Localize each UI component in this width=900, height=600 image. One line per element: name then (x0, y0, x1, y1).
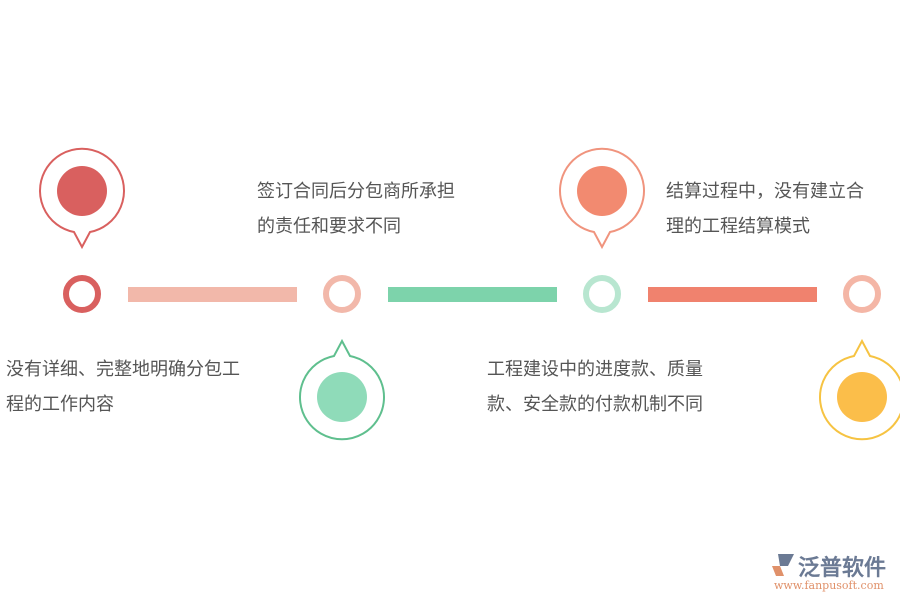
connector-bar-3 (648, 287, 817, 302)
logo-url: www.fanpusoft.com (774, 579, 884, 592)
logo-mark-icon (772, 554, 794, 576)
step-3-line-2: 款、安全款的付款机制不同 (487, 394, 703, 415)
timeline-node-1 (63, 275, 101, 313)
step-3-text: 工程建设中的进度款、质量 款、安全款的付款机制不同 (487, 352, 703, 422)
pin-marker-4 (819, 338, 900, 441)
pin-marker-1 (39, 147, 125, 250)
step-4-text: 结算过程中，没有建立合 理的工程结算模式 (666, 174, 864, 244)
timeline-node-3 (583, 275, 621, 313)
step-1-line-2: 程的工作内容 (6, 394, 114, 415)
connector-bar-1 (128, 287, 297, 302)
pin-marker-3 (559, 147, 645, 250)
step-1-text: 没有详细、完整地明确分包工 程的工作内容 (6, 352, 240, 422)
step-4-line-1: 结算过程中，没有建立合 (666, 181, 864, 202)
timeline-node-4 (843, 275, 881, 313)
timeline-node-2 (323, 275, 361, 313)
connector-bar-2 (388, 287, 557, 302)
step-3-line-1: 工程建设中的进度款、质量 (487, 359, 703, 380)
step-2-line-2: 的责任和要求不同 (257, 216, 401, 237)
logo-name: 泛普软件 (798, 556, 887, 581)
step-2-line-1: 签订合同后分包商所承担 (257, 181, 455, 202)
pin-marker-2 (299, 338, 385, 441)
step-4-line-2: 理的工程结算模式 (666, 216, 810, 237)
step-1-line-1: 没有详细、完整地明确分包工 (6, 359, 240, 380)
step-2-text: 签订合同后分包商所承担 的责任和要求不同 (257, 174, 455, 244)
